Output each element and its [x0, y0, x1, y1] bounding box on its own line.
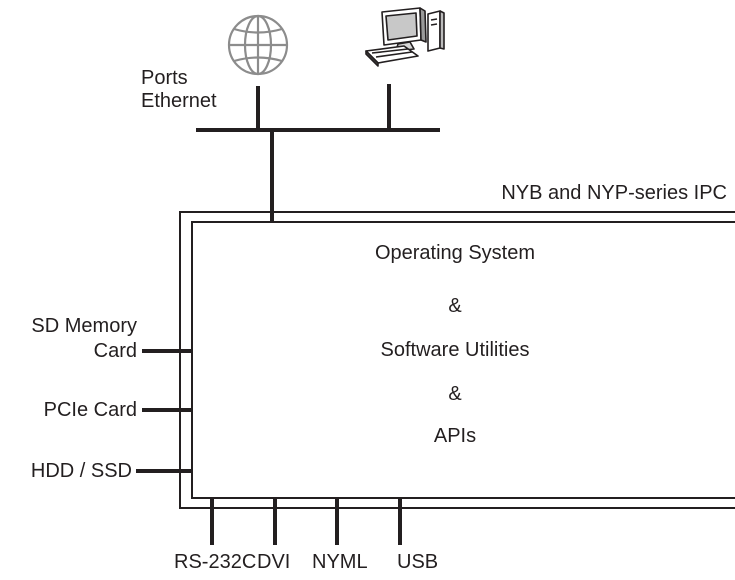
- ipc-line-software-utilities: Software Utilities: [380, 339, 530, 361]
- sd-memory-label: SD Memory: [31, 315, 137, 337]
- ipc-outer-border: [179, 211, 735, 509]
- ethernet-label: Ethernet: [141, 90, 217, 112]
- usb-label: USB: [397, 551, 439, 573]
- dvi-label: DVI: [257, 551, 291, 573]
- ipc-line-operating-system: Operating System: [374, 242, 536, 264]
- sd-card-label: Card: [93, 340, 137, 362]
- rs232c-label: RS-232C: [174, 551, 257, 573]
- ipc-line-ampersand-1: &: [448, 295, 462, 317]
- ipc-line-ampersand-2: &: [448, 383, 462, 405]
- desktop-computer-icon: [365, 7, 445, 67]
- globe-icon: [227, 14, 289, 76]
- ports-label: Ports: [141, 67, 188, 89]
- ipc-inner-border: [191, 221, 735, 499]
- pcie-card-label: PCIe Card: [43, 399, 137, 421]
- nyml-label: NYML: [312, 551, 368, 573]
- ipc-box: [179, 211, 735, 509]
- storage-label: HDD / SSD: [30, 460, 132, 482]
- ipc-title: NYB and NYP-series IPC: [501, 182, 727, 204]
- ipc-line-apis: APIs: [433, 425, 477, 447]
